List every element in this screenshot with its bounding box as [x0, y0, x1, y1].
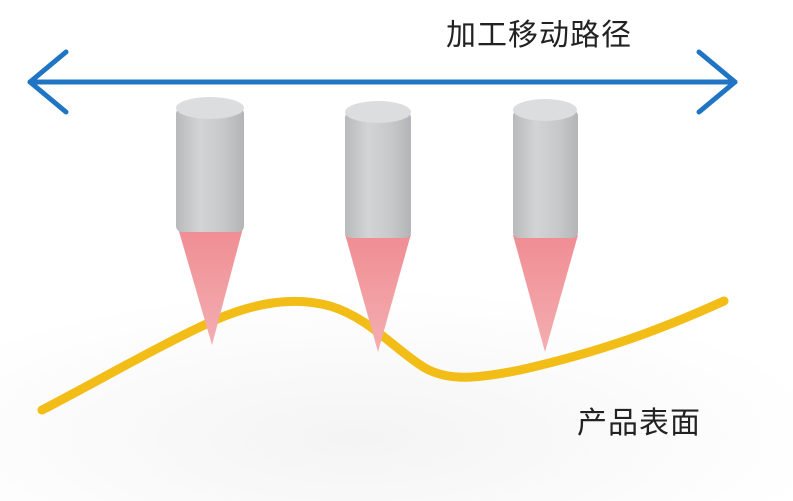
- tool-body-1: [176, 108, 244, 232]
- tool-body-2: [345, 112, 411, 238]
- laser-beam-2: [345, 234, 411, 352]
- floor-shade: [0, 250, 793, 501]
- tool-top-3: [513, 99, 577, 121]
- movement-path-label: 加工移动路径: [446, 18, 632, 53]
- movement-path-arrow: [27, 49, 738, 115]
- laser-tool-2: [345, 101, 411, 352]
- laser-beam-3: [513, 235, 578, 352]
- laser-beam-1: [178, 228, 243, 345]
- laser-tool-3: [513, 99, 578, 352]
- tool-top-2: [345, 101, 411, 123]
- laser-tool-1: [176, 97, 244, 345]
- tool-top-1: [176, 97, 244, 119]
- product-surface-label: 产品表面: [577, 406, 701, 441]
- tool-body-3: [513, 110, 578, 238]
